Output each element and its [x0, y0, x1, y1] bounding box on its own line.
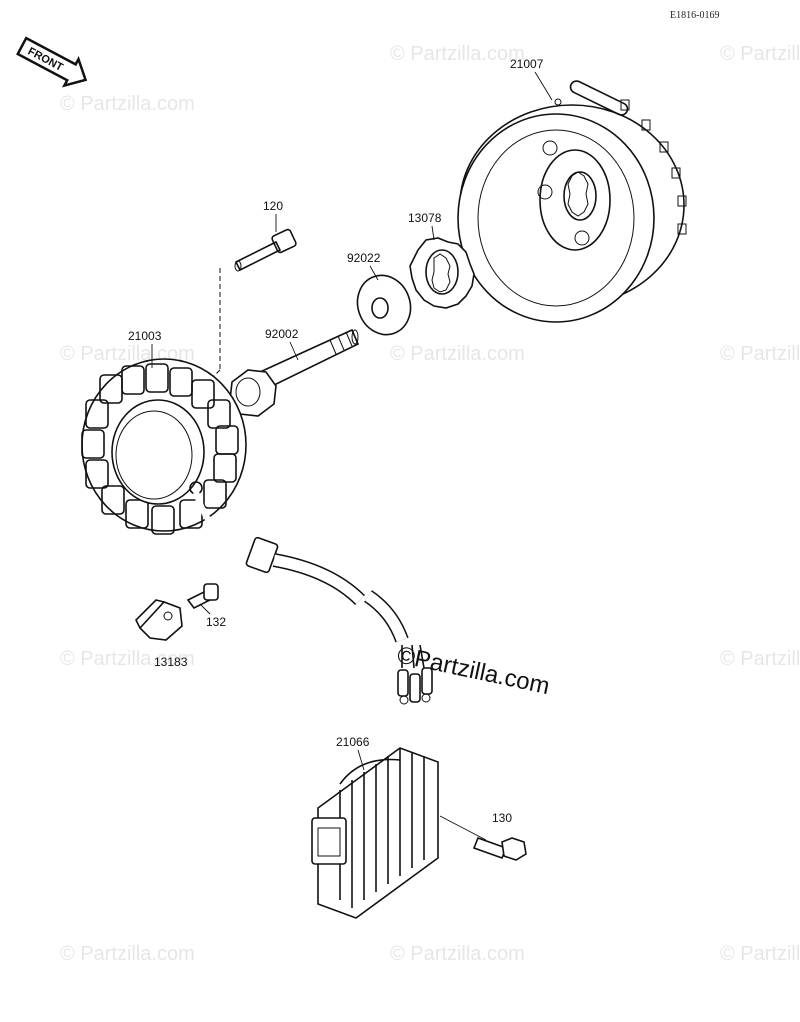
watermark: © Partzilla.com: [390, 43, 525, 65]
part-label-21007: 21007: [510, 57, 544, 71]
part-label-13078: 13078: [408, 211, 442, 225]
part-label-92002: 92002: [265, 327, 299, 341]
watermark: © Partzilla.com: [390, 943, 525, 965]
part-label-130: 130: [492, 811, 512, 825]
part-label-120: 120: [263, 199, 283, 213]
bolt-120: [234, 228, 297, 272]
diagram-code: E1816-0169: [670, 10, 719, 21]
regulator-21066: [311, 747, 439, 919]
bolt-92002: [229, 328, 360, 417]
watermark: © Partzilla.com: [60, 93, 195, 115]
watermark: © Partzilla.com: [60, 648, 195, 670]
watermark: © Partzilla.com: [720, 43, 800, 65]
part-label-132: 132: [206, 615, 226, 629]
part-label-21066: 21066: [336, 735, 370, 749]
watermark-layer: © Partzilla.com © Partzilla.com © Partzi…: [60, 43, 800, 965]
watermark: © Partzilla.com: [720, 648, 800, 670]
wire-harness: [193, 491, 433, 705]
bolt-130: [472, 836, 527, 861]
stator-coils: [81, 363, 239, 535]
bolt-132: [186, 583, 219, 610]
part-label-92022: 92022: [347, 251, 381, 265]
clamp-13183: [135, 599, 183, 641]
watermark: © Partzilla.com: [720, 343, 800, 365]
gear-13078: [409, 237, 475, 309]
stator-21003: [81, 358, 247, 535]
washer-92022: [356, 274, 412, 336]
rotor-21007: [457, 80, 687, 323]
part-label-13183: 13183: [154, 655, 188, 669]
rotor-studs: [620, 99, 687, 235]
watermark: © Partzilla.com: [720, 943, 800, 965]
watermark: © Partzilla.com: [390, 343, 525, 365]
part-label-21003: 21003: [128, 329, 162, 343]
watermark: © Partzilla.com: [60, 943, 195, 965]
front-arrow-icon: FRONT: [16, 36, 88, 88]
